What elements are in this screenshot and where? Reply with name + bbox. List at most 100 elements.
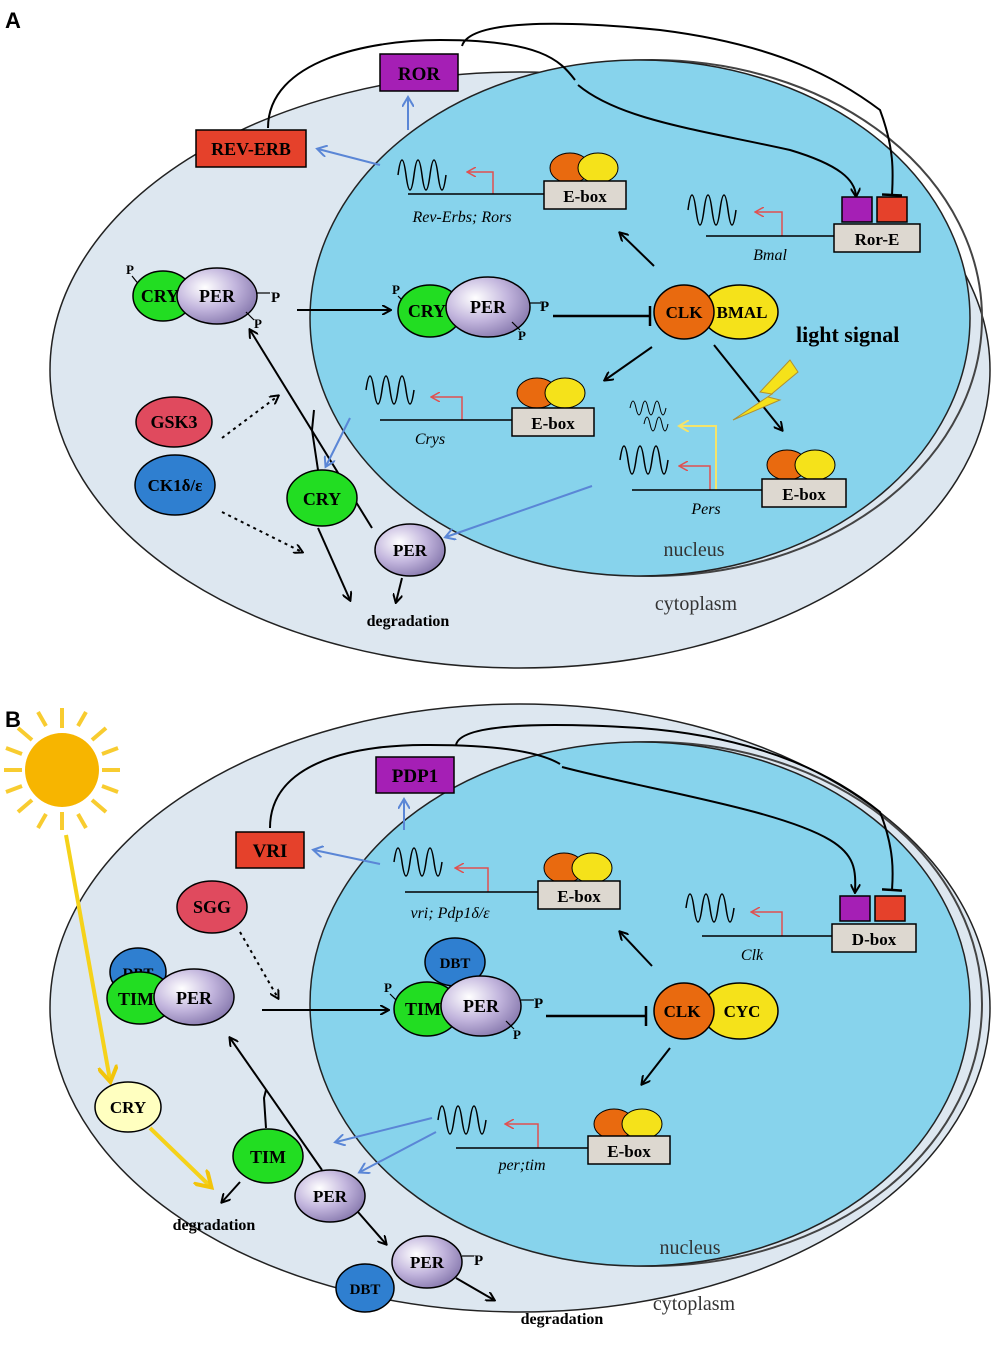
gene-pers-label: Pers	[690, 501, 720, 518]
phospho-label: P	[392, 282, 400, 297]
gene-vri-pdp1-label: vri; Pdp1δ/ε	[410, 905, 490, 922]
ebox-per-tim	[587, 1135, 671, 1165]
phospho-label: P	[534, 996, 543, 1012]
gsk3-label: GSK3	[150, 412, 197, 432]
per-label: PER	[176, 988, 213, 1008]
phospho-label: P	[384, 980, 392, 995]
phospho-label: P	[540, 299, 549, 315]
sgg-protein	[176, 880, 248, 934]
cry-label: CRY	[303, 489, 341, 509]
mrna-wave-icon	[397, 159, 447, 191]
pdp1-label: PDP1	[392, 766, 438, 787]
ebox-top-a	[543, 180, 627, 210]
mrna-wave-icon	[619, 445, 669, 475]
vri-box	[235, 831, 305, 869]
degradation-label: degradation	[521, 1311, 604, 1328]
light-signal-label: light signal	[796, 322, 899, 347]
per-protein	[445, 276, 531, 338]
nucleus-label: nucleus	[663, 539, 724, 561]
dbt-protein	[335, 1263, 395, 1313]
ebox-top-a-label: E-box	[563, 187, 607, 206]
ror-box	[379, 53, 459, 92]
cry-protein	[94, 1081, 162, 1133]
ror-e-label: Ror-E	[855, 230, 900, 249]
clk-protein	[653, 284, 715, 340]
panel-a: A ROR REV-ERB E-box Rev-Erbs; Rors Ror-E	[5, 8, 991, 669]
gene-per-tim-label: per;tim	[497, 1157, 545, 1174]
degradation-label: degradation	[173, 1217, 256, 1234]
cytoplasm-label: cytoplasm	[653, 1293, 736, 1315]
panel-b-letter: B	[5, 707, 21, 732]
dbt-label: DBT	[350, 1282, 381, 1298]
clk-label: CLK	[664, 1002, 702, 1021]
phospho-label: P	[513, 1027, 521, 1042]
gene-bmal-label: Bmal	[753, 247, 787, 264]
cytoplasm-label: cytoplasm	[655, 593, 738, 615]
clk-protein	[653, 982, 715, 1040]
lightning-icon	[732, 359, 799, 421]
per-protein	[391, 1235, 463, 1289]
ror-e-box	[833, 223, 921, 253]
tim-label: TIM	[118, 989, 154, 1009]
ck1-label: CK1δ/ε	[148, 476, 203, 495]
d-box	[831, 923, 917, 953]
tim-protein	[232, 1128, 304, 1184]
gsk3-protein	[135, 396, 213, 448]
cry-label: CRY	[110, 1098, 146, 1117]
mrna-wave-icon	[365, 375, 415, 405]
ebox-per-tim-label: E-box	[607, 1142, 651, 1161]
mrna-wave-icon	[393, 847, 443, 877]
gene-clk-label: Clk	[741, 947, 764, 964]
ebox-crys	[511, 407, 595, 437]
mrna-wave-icon	[687, 194, 737, 226]
ebox-pers	[761, 478, 847, 508]
per-label: PER	[463, 996, 500, 1016]
sgg-label: SGG	[193, 897, 231, 917]
d-box-label: D-box	[852, 930, 897, 949]
nucleus-b	[309, 741, 971, 1267]
ebox-top-b	[537, 880, 621, 910]
per-label: PER	[199, 286, 236, 306]
ebox-top-b-label: E-box	[557, 887, 601, 906]
degradation-label: degradation	[367, 613, 450, 630]
per-label: PER	[410, 1253, 445, 1272]
phospho-label: P	[271, 290, 280, 306]
per-protein	[176, 267, 258, 325]
tim-label: TIM	[405, 999, 441, 1019]
ck1-protein	[134, 454, 216, 516]
pdp1-box	[375, 756, 455, 794]
per-protein	[374, 523, 446, 577]
phospho-label: P	[474, 1253, 483, 1269]
nucleus-label: nucleus	[659, 1237, 720, 1259]
vri-label: VRI	[253, 841, 288, 862]
bmal-label: BMAL	[717, 303, 768, 322]
cry-protein	[286, 469, 358, 527]
clk-label: CLK	[666, 303, 704, 322]
phospho-label: P	[126, 262, 134, 277]
nucleus-a	[309, 59, 971, 577]
mrna-wave-icon	[643, 416, 669, 432]
per-protein	[440, 975, 522, 1037]
per-protein	[153, 968, 235, 1026]
mrna-wave-icon	[437, 1105, 487, 1135]
mrna-wave-icon	[685, 893, 735, 923]
ebox-pers-label: E-box	[782, 485, 826, 504]
rev-erb-box	[195, 129, 307, 168]
cry-label: CRY	[408, 301, 446, 321]
phospho-label: P	[518, 328, 526, 343]
dbt-label: DBT	[440, 956, 471, 972]
cyc-label: CYC	[724, 1002, 761, 1021]
phospho-label: P	[254, 316, 262, 331]
ebox-crys-label: E-box	[531, 414, 575, 433]
cry-label: CRY	[141, 286, 179, 306]
per-label: PER	[393, 541, 428, 560]
mrna-wave-icon	[629, 400, 667, 416]
per-label: PER	[470, 297, 507, 317]
panel-b: B	[4, 703, 991, 1328]
panel-a-letter: A	[5, 8, 21, 33]
tim-label: TIM	[250, 1147, 286, 1167]
sun-icon	[4, 708, 120, 830]
gene-rev-rors-label: Rev-Erbs; Rors	[411, 209, 511, 226]
ror-label: ROR	[398, 64, 441, 85]
